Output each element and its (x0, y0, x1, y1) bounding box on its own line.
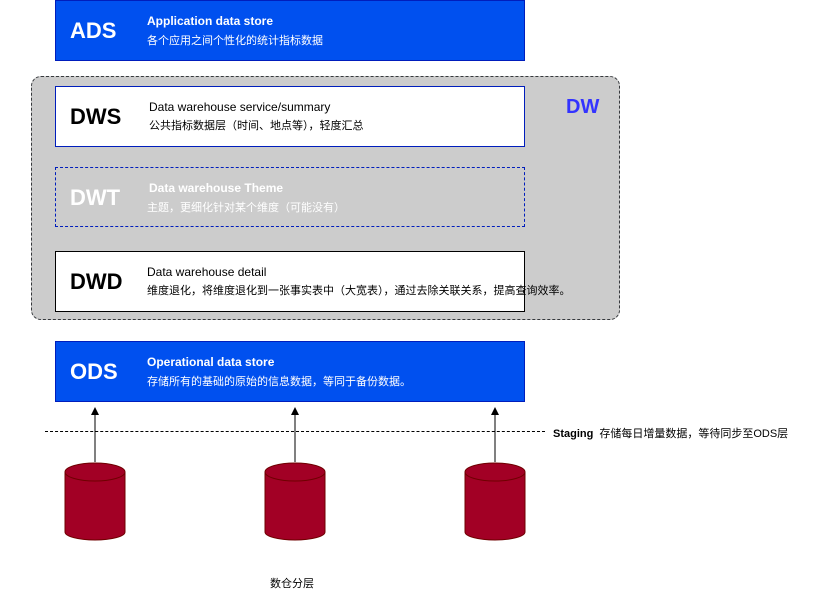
dwt-layer: DWT Data warehouse Theme 主题，更细化针对某个维度（可能… (55, 167, 525, 227)
ads-layer: ADS Application data store 各个应用之间个性化的统计指… (55, 0, 525, 61)
dwt-abbr: DWT (70, 185, 121, 210)
ods-name: Operational data store (147, 355, 275, 369)
ads-abbr: ADS (70, 18, 117, 43)
dwd-abbr: DWD (70, 269, 123, 294)
ods-layer: ODS Operational data store 存储所有的基础的原始的信息… (55, 341, 525, 402)
database-cylinder-1 (64, 462, 126, 541)
dw-group-label: DW (566, 96, 600, 118)
dws-name: Data warehouse service/summary (149, 100, 331, 114)
dwt-desc: 主题，更细化针对某个维度（可能没有） (147, 202, 345, 214)
ads-name: Application data store (147, 14, 274, 28)
dwd-name: Data warehouse detail (147, 265, 267, 279)
dws-layer: DWS Data warehouse service/summary 公共指标数… (55, 86, 525, 147)
staging-title: Staging (553, 428, 594, 440)
database-cylinder-2 (264, 462, 326, 541)
staging-desc: 存储每日增量数据，等待同步至ODS层 (599, 428, 789, 440)
dwd-layer: DWD Data warehouse detail 维度退化，将维度退化到一张事… (55, 251, 571, 312)
ods-abbr: ODS (70, 359, 118, 384)
database-cylinder-3 (464, 462, 526, 541)
ads-desc: 各个应用之间个性化的统计指标数据 (147, 35, 323, 47)
diagram-caption: 数仓分层 (270, 578, 314, 590)
dwt-name: Data warehouse Theme (149, 181, 284, 195)
dws-desc: 公共指标数据层（时间、地点等），轻度汇总 (149, 120, 364, 132)
ods-desc: 存储所有的基础的原始的信息数据，等同于备份数据。 (147, 376, 411, 388)
dws-abbr: DWS (70, 104, 122, 129)
staging-label: Staging 存储每日增量数据，等待同步至ODS层 (553, 425, 788, 441)
dwd-desc: 维度退化，将维度退化到一张事实表中（大宽表），通过去除关联关系，提高查询效率。 (147, 285, 571, 297)
